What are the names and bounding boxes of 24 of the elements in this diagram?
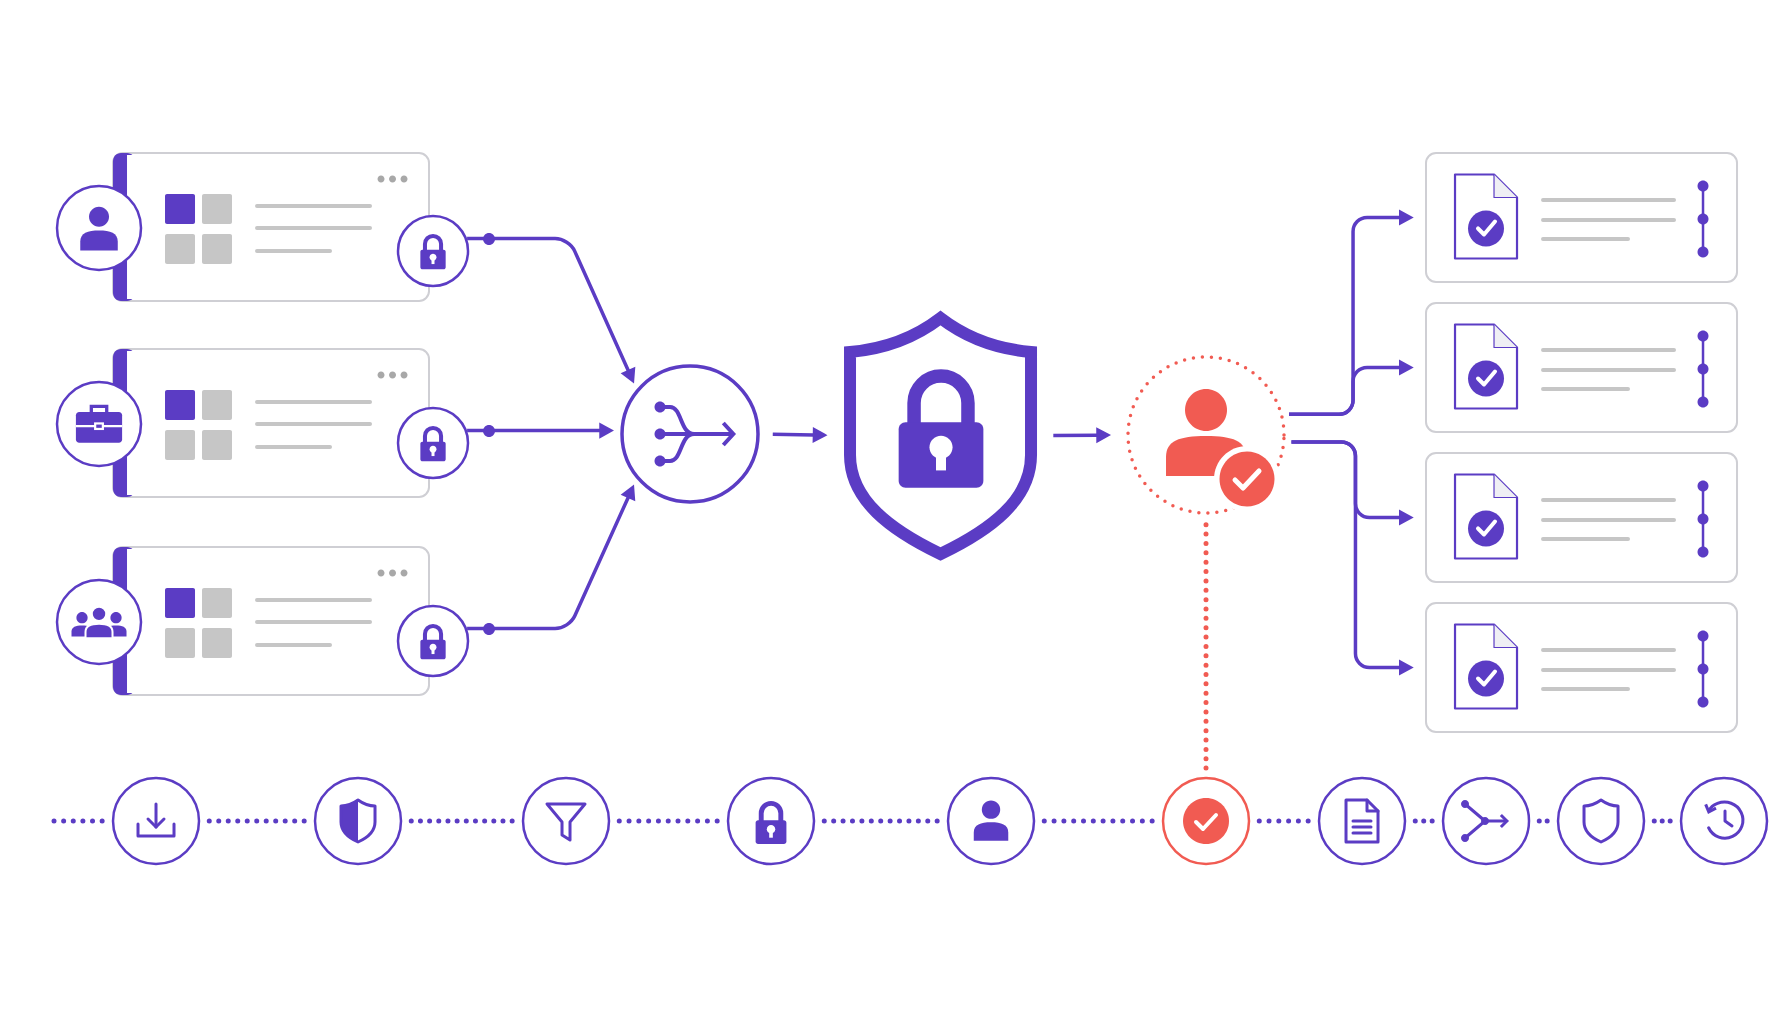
step-circle bbox=[521, 776, 611, 866]
shield-outline bbox=[844, 312, 1037, 560]
dotted-line bbox=[616, 818, 721, 824]
card bbox=[1425, 152, 1738, 283]
card bbox=[1425, 452, 1738, 583]
merge-circle bbox=[620, 364, 760, 504]
dotted-line bbox=[1041, 818, 1156, 824]
dotted-line bbox=[408, 818, 516, 824]
dotted-line bbox=[1536, 818, 1551, 824]
step-circle bbox=[1556, 776, 1646, 866]
dotted-line bbox=[1412, 818, 1436, 824]
dotted-line bbox=[1203, 522, 1209, 772]
card bbox=[1425, 302, 1738, 433]
step-circle bbox=[1441, 776, 1531, 866]
dotted-line bbox=[821, 818, 941, 824]
dotted-line bbox=[206, 818, 308, 824]
step-circle bbox=[1317, 776, 1407, 866]
step-circle bbox=[313, 776, 403, 866]
dotted-line bbox=[1256, 818, 1312, 824]
dotted-line bbox=[51, 818, 106, 824]
card bbox=[1425, 602, 1738, 733]
step-circle bbox=[111, 776, 201, 866]
dotted-line bbox=[1651, 818, 1674, 824]
step-circle bbox=[1679, 776, 1769, 866]
